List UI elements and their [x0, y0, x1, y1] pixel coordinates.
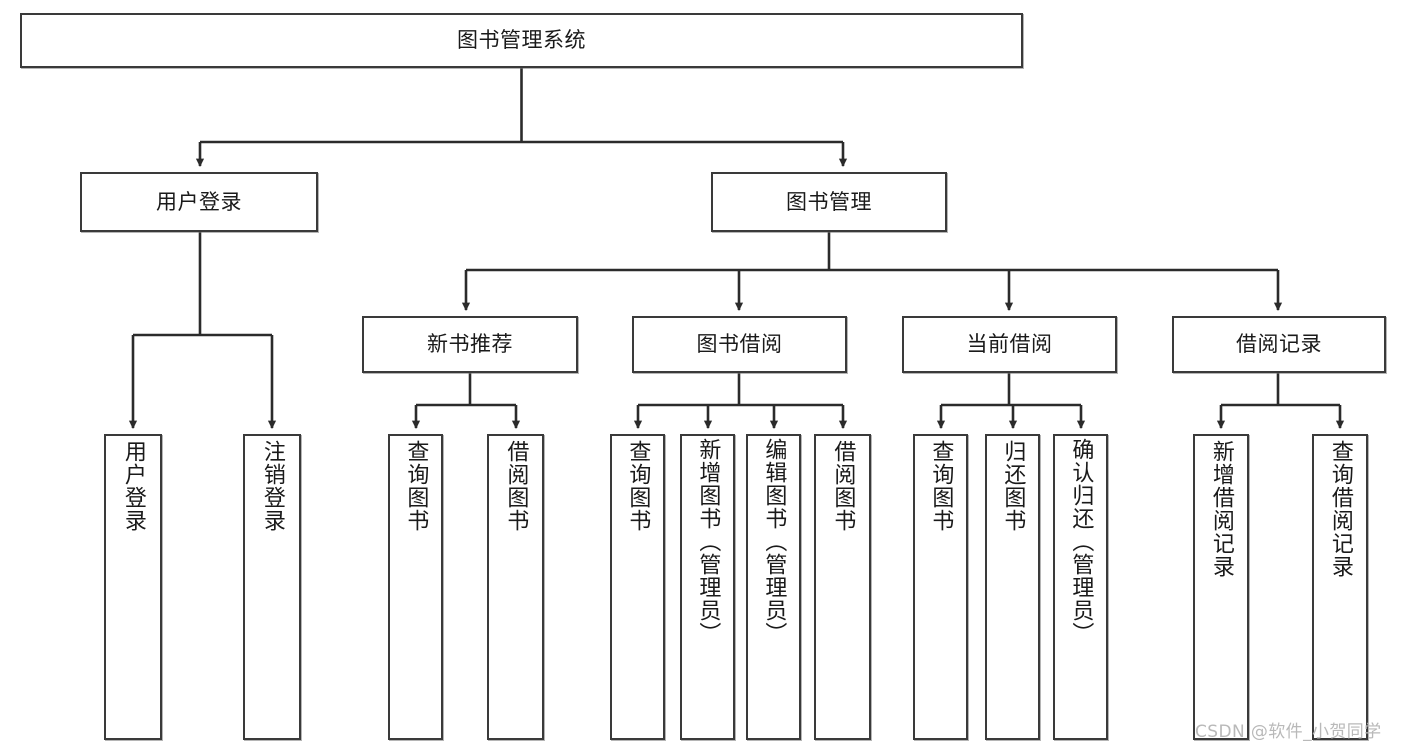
node-leaf-add-book-admin[interactable]: 新增图书（管理员） — [680, 434, 735, 740]
node-leaf-label: 查询图书 — [928, 440, 954, 532]
node-leaf-label: 归还图书 — [1000, 440, 1026, 532]
node-leaf-label: 查询图书 — [625, 440, 651, 532]
node-leaf-add-borrow-record[interactable]: 新增借阅记录 — [1193, 434, 1249, 740]
node-leaf-query-book-borrow[interactable]: 查询图书 — [610, 434, 665, 740]
node-leaf-label: 新增借阅记录 — [1208, 440, 1234, 578]
node-borrow-record-label: 借阅记录 — [1236, 332, 1322, 357]
node-current-borrow-label: 当前借阅 — [966, 332, 1053, 357]
node-leaf-label: 新增图书（管理员） — [695, 438, 721, 645]
node-root-label: 图书管理系统 — [457, 28, 586, 53]
node-user-login[interactable]: 用户登录 — [80, 172, 318, 232]
node-leaf-borrow-book-rec[interactable]: 借阅图书 — [487, 434, 544, 740]
node-current-borrow[interactable]: 当前借阅 — [902, 316, 1117, 373]
node-leaf-label: 用户登录 — [120, 440, 146, 532]
node-book-management-label: 图书管理 — [786, 189, 872, 214]
node-leaf-label: 借阅图书 — [503, 440, 529, 532]
node-leaf-label: 借阅图书 — [830, 440, 856, 532]
node-root[interactable]: 图书管理系统 — [20, 13, 1023, 68]
node-new-book-recommend[interactable]: 新书推荐 — [362, 316, 578, 373]
node-leaf-user-login[interactable]: 用户登录 — [104, 434, 162, 740]
node-leaf-label: 查询图书 — [403, 440, 429, 532]
node-book-borrow-label: 图书借阅 — [696, 332, 783, 357]
node-book-borrow[interactable]: 图书借阅 — [632, 316, 847, 373]
node-leaf-query-book-current[interactable]: 查询图书 — [913, 434, 968, 740]
node-leaf-label: 确认归还（管理员） — [1068, 438, 1094, 645]
node-leaf-label: 查询借阅记录 — [1327, 440, 1353, 578]
node-book-management[interactable]: 图书管理 — [711, 172, 947, 232]
node-leaf-borrow-book[interactable]: 借阅图书 — [814, 434, 871, 740]
node-leaf-query-book-rec[interactable]: 查询图书 — [388, 434, 443, 740]
node-leaf-label: 编辑图书（管理员） — [761, 438, 787, 645]
node-user-login-label: 用户登录 — [156, 189, 242, 214]
node-leaf-label: 注销登录 — [259, 440, 285, 532]
node-leaf-query-borrow-record[interactable]: 查询借阅记录 — [1312, 434, 1368, 740]
node-new-book-recommend-label: 新书推荐 — [427, 332, 513, 357]
node-leaf-return-book[interactable]: 归还图书 — [985, 434, 1040, 740]
node-leaf-logout[interactable]: 注销登录 — [243, 434, 301, 740]
node-leaf-edit-book-admin[interactable]: 编辑图书（管理员） — [746, 434, 801, 740]
node-leaf-confirm-return-admin[interactable]: 确认归还（管理员） — [1053, 434, 1108, 740]
node-borrow-record[interactable]: 借阅记录 — [1172, 316, 1386, 373]
